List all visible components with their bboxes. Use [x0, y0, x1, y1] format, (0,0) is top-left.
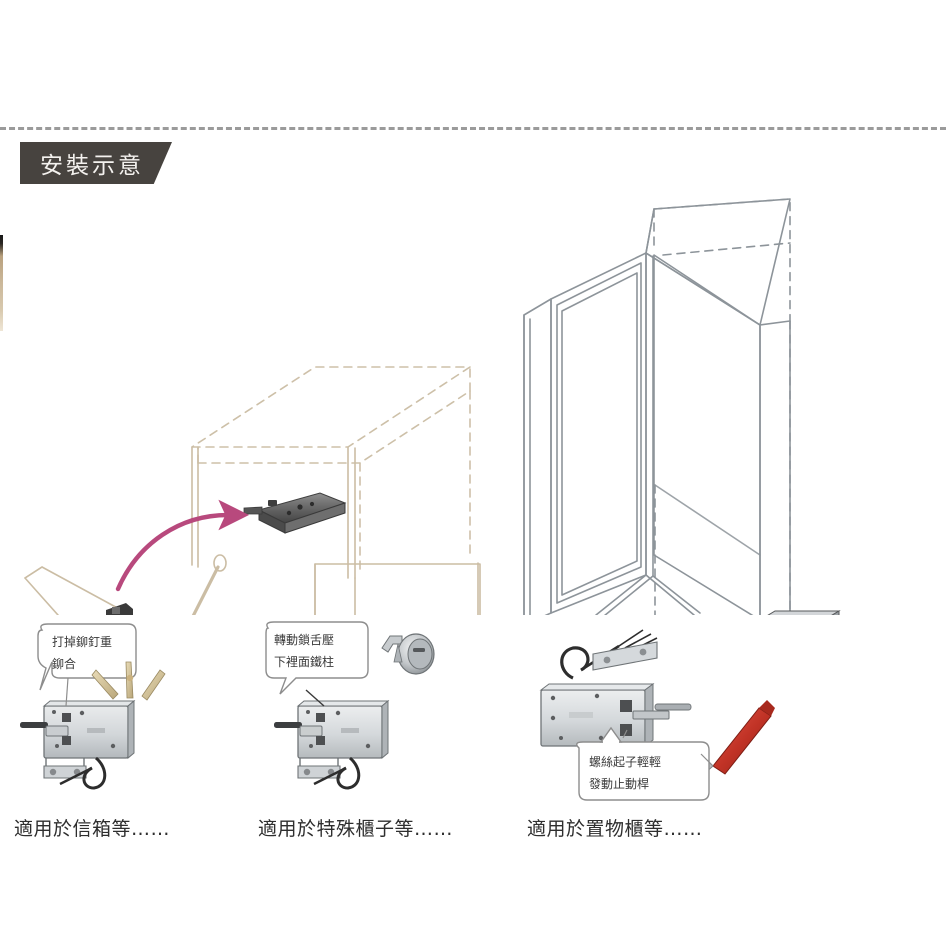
- mounting-bracket: [592, 641, 658, 671]
- panel-caption-special-cabinet: 適用於特殊櫃子等……: [258, 818, 454, 840]
- callout-bubble-3: [576, 726, 710, 801]
- rivet-pins: [91, 661, 166, 701]
- callout-bubble-2: [265, 621, 369, 695]
- panel-special-cabinet: 轉動鎖舌壓 下裡面鐵柱: [250, 618, 515, 843]
- cam-lock: [381, 633, 435, 675]
- callout-leader-1: [65, 677, 69, 707]
- right-lock-module: [767, 610, 841, 615]
- callout-line-1a: 打掉鉚釘重: [52, 634, 112, 649]
- callout-bubble-1: [37, 623, 137, 691]
- panel-caption-mailbox: 適用於信箱等……: [14, 818, 171, 840]
- left-edge-artifact: [0, 235, 3, 331]
- dashed-separator: [0, 127, 946, 130]
- callout-leader-2: [305, 689, 325, 707]
- callout-line-2a: 轉動鎖舌壓: [274, 632, 334, 647]
- application-panels: 打掉鉚釘重 鉚合: [0, 618, 946, 843]
- left-strike-plate: [106, 603, 133, 615]
- callout-leader-3b: [622, 729, 628, 739]
- panel-locker: 螺絲起子輕輕 發動止動桿 適用於置物櫃等……: [515, 618, 815, 843]
- right-diagram-group: [523, 198, 791, 615]
- callout-line-1b: 鉚合: [52, 656, 76, 671]
- callout-line-2b: 下裡面鐵柱: [274, 654, 334, 669]
- lock-module-rear-view: [274, 699, 390, 790]
- panel-mailbox: 打掉鉚釘重 鉚合: [0, 618, 250, 843]
- left-lock-module: [243, 492, 347, 534]
- lock-module-rear-view: [20, 699, 136, 790]
- panel-caption-locker: 適用於置物櫃等……: [527, 818, 703, 840]
- installation-illustrations: [0, 195, 946, 615]
- lock-module-front-view: [539, 683, 692, 747]
- left-diagram-group: [24, 366, 481, 615]
- section-banner: 安裝示意: [20, 142, 172, 184]
- callout-line-3a: 螺絲起子輕輕: [589, 754, 661, 769]
- callout-line-3b: 發動止動桿: [589, 776, 649, 791]
- section-banner-label: 安裝示意: [40, 153, 144, 179]
- callout-leader-3: [700, 753, 714, 767]
- left-installation-arrow: [115, 499, 250, 592]
